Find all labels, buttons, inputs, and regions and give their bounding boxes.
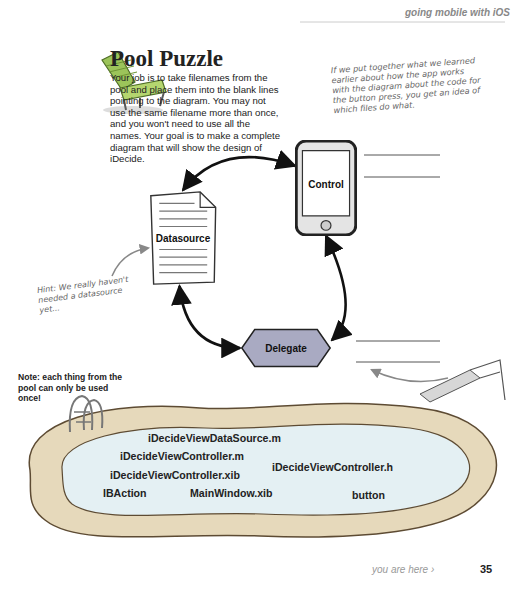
decoration (321, 221, 331, 231)
page-footer: you are here › (372, 564, 434, 575)
node-label: Datasource (156, 233, 210, 244)
hint-note: Hint: We really haven't needed a datasou… (37, 274, 138, 316)
cycle-arrow (179, 286, 240, 348)
decoration (364, 177, 440, 178)
decoration (356, 341, 440, 342)
decoration: Delegate (265, 343, 307, 354)
node-label: Control (308, 179, 344, 190)
decoration (302, 151, 349, 216)
decoration (356, 362, 440, 363)
cycle-arrow (183, 157, 295, 190)
decoration: Datasource (156, 233, 210, 244)
pool-word: iDecideViewController.xib (110, 469, 240, 481)
hexagon-node: Delegate (240, 328, 332, 368)
decoration (200, 192, 216, 207)
decoration (70, 396, 103, 432)
decoration (159, 257, 207, 258)
page-header: going mobile with iOS (380, 7, 510, 18)
decoration (364, 155, 440, 156)
decoration (159, 264, 207, 265)
instructions: Your job is to take filenames from the p… (110, 72, 282, 165)
pool-word: iDecideViewDataSource.m (148, 432, 281, 444)
device-node: Control (295, 140, 357, 236)
decoration (159, 218, 207, 219)
node-label: Delegate (265, 343, 307, 354)
decoration (372, 370, 448, 382)
decoration (159, 249, 207, 250)
blank-lines (356, 155, 440, 362)
decoration (159, 211, 207, 212)
decoration: Control (308, 179, 344, 190)
pool-word: MainWindow.xib (190, 487, 273, 499)
cycle-arrow (326, 236, 346, 340)
decoration (470, 360, 505, 400)
decoration (112, 248, 148, 276)
decoration (420, 370, 480, 402)
decoration (151, 192, 216, 284)
handwritten-note: If we put together what we learned earli… (330, 55, 483, 115)
decoration (300, 22, 505, 23)
pool-word: iDecideViewController.h (272, 461, 393, 473)
pool-note: Note: each thing from the pool can only … (18, 372, 128, 404)
pool-word: iDecideViewController.m (120, 450, 244, 462)
decoration (159, 272, 207, 273)
decoration (159, 226, 207, 227)
pool-word: IBAction (103, 487, 147, 499)
decoration (62, 424, 470, 515)
decoration (159, 203, 194, 204)
decoration (29, 403, 496, 537)
puzzle-title: Pool Puzzle (110, 46, 223, 72)
document-node: Datasource (148, 190, 218, 286)
decoration (296, 141, 356, 235)
decoration (242, 330, 330, 367)
page-number: 35 (480, 563, 492, 575)
pool-word: button (352, 489, 385, 501)
decoration (74, 412, 91, 422)
